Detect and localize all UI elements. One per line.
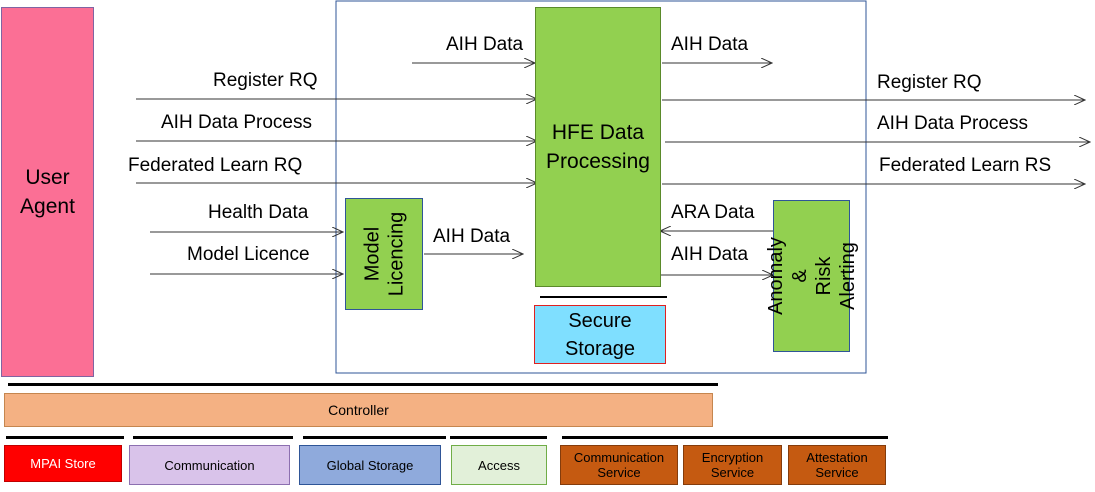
communication-label: Communication: [164, 457, 255, 473]
services-divider-3: [303, 436, 446, 439]
controller-box: Controller: [4, 393, 713, 427]
encryption-service-label: Encryption Service: [701, 450, 764, 480]
mpai-store-label: MPAI Store: [30, 456, 96, 471]
services-divider-2: [133, 436, 293, 439]
attestation-service-label: Attestation Service: [806, 450, 868, 480]
services-divider-5: [562, 436, 888, 439]
global-storage-label: Global Storage: [326, 457, 414, 473]
anomaly-risk-alerting-label: Anomaly & Risk Alerting: [764, 237, 859, 315]
label-aih-to-ara: AIH Data: [671, 244, 749, 265]
label-health-in: Health Data: [208, 202, 309, 223]
label-licence-in: Model Licence: [187, 244, 310, 265]
label-process-in: AIH Data Process: [161, 112, 312, 133]
label-federated-out: Federated Learn RS: [879, 155, 1052, 176]
user-agent-box: User Agent: [1, 7, 94, 377]
global-storage-box: Global Storage: [299, 445, 441, 485]
controller-divider: [8, 383, 718, 386]
access-label: Access: [478, 457, 520, 473]
label-register-out: Register RQ: [877, 72, 982, 93]
label-top-out: AIH Data: [671, 34, 749, 55]
label-federated-in: Federated Learn RQ: [128, 155, 303, 176]
access-box: Access: [451, 445, 547, 485]
encryption-service-box: Encryption Service: [683, 445, 782, 485]
mpai-store-box: MPAI Store: [4, 445, 122, 482]
label-register-in: Register RQ: [213, 70, 318, 91]
hfe-data-processing-box: HFE Data Processing: [535, 7, 661, 287]
model-licencing-box: Model Licencing: [345, 198, 423, 310]
secure-storage-divider: [540, 296, 667, 298]
ai-workflow-frame: [335, 0, 867, 374]
user-agent-label: User Agent: [20, 166, 75, 218]
services-divider-4: [450, 436, 547, 439]
label-process-out: AIH Data Process: [877, 113, 1028, 134]
label-ml-out: AIH Data: [433, 226, 511, 247]
communication-service-label: Communication Service: [573, 450, 665, 480]
label-ara: ARA Data: [671, 202, 755, 223]
communication-service-box: Communication Service: [560, 445, 678, 485]
anomaly-risk-alerting-box: Anomaly & Risk Alerting: [765, 200, 859, 352]
hfe-data-processing-label: HFE Data Processing: [546, 121, 650, 173]
attestation-service-box: Attestation Service: [788, 445, 886, 485]
model-licencing-label: Model Licencing: [361, 211, 408, 297]
secure-storage-box: Secure Storage: [534, 305, 666, 364]
communication-box: Communication: [129, 445, 290, 485]
services-divider-1: [6, 436, 124, 439]
secure-storage-label: Secure Storage: [564, 309, 636, 360]
label-top-in: AIH Data: [446, 34, 524, 55]
controller-label: Controller: [328, 402, 389, 418]
